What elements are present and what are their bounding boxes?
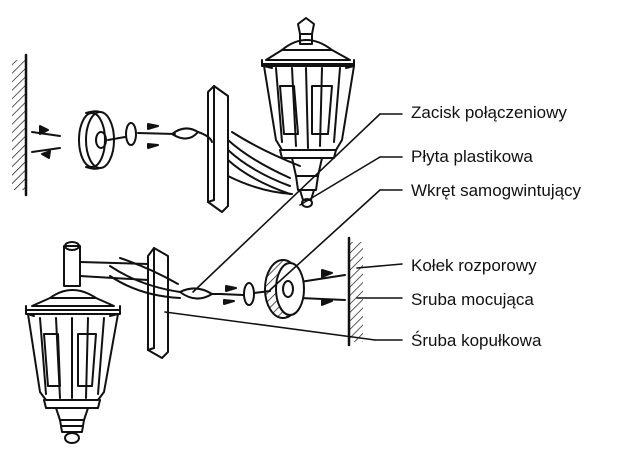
lower-washer bbox=[219, 282, 271, 306]
leader-lines bbox=[164, 113, 403, 341]
upper-connector bbox=[171, 127, 213, 143]
upper-screw-arrows bbox=[31, 125, 61, 159]
lower-wall bbox=[347, 236, 363, 347]
label-kolek-rozporowy: Kołek rozporowy bbox=[411, 256, 537, 275]
upper-lamp bbox=[261, 17, 355, 208]
upper-arm bbox=[227, 131, 301, 195]
upper-washer bbox=[107, 122, 176, 149]
upper-back-plate bbox=[207, 85, 229, 213]
label-plyta-plastikowa: Płyta plastikowa bbox=[411, 147, 533, 166]
lower-round-plate bbox=[264, 259, 305, 319]
lower-back-plate bbox=[147, 247, 169, 359]
lower-screw-arrows bbox=[299, 269, 346, 306]
label-sruba-kopulkowa: Śruba kopułkowa bbox=[411, 331, 542, 350]
lower-lamp bbox=[25, 241, 121, 444]
upper-round-plate bbox=[78, 110, 115, 170]
label-sruba-mocujaca: Sruba mocująca bbox=[411, 290, 534, 309]
upper-wall bbox=[12, 53, 28, 197]
lower-arm bbox=[79, 257, 181, 299]
lower-connector bbox=[179, 287, 223, 300]
label-zacisk-polaczeniowy: Zacisk połączeniowy bbox=[411, 103, 567, 122]
label-wkret-samogwintujacy: Wkręt samogwintujący bbox=[411, 181, 582, 200]
